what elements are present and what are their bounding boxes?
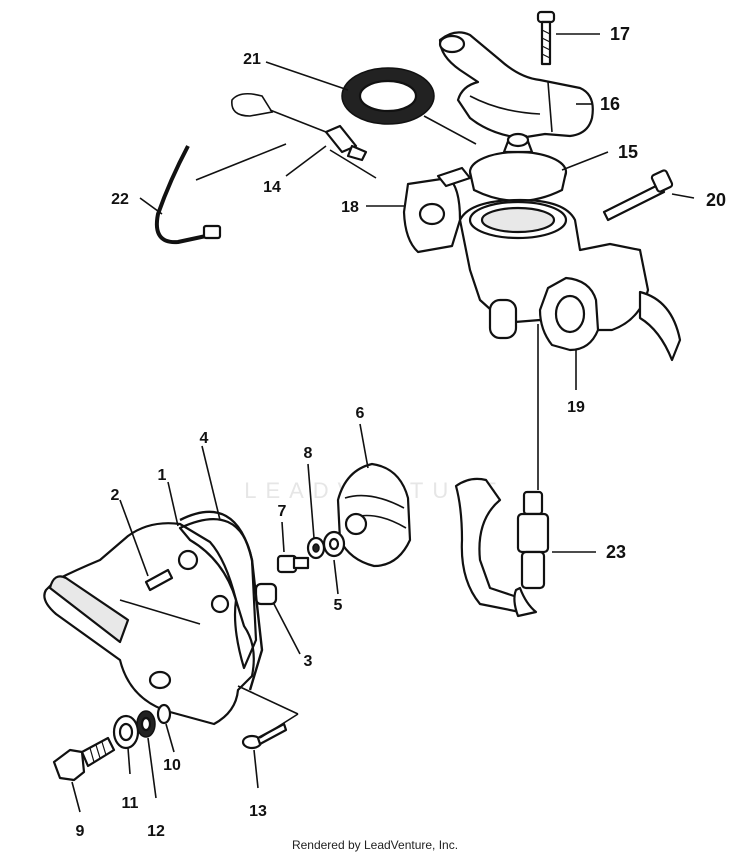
callout-12: 12 [147,823,165,840]
part-3-sleeve[interactable] [254,582,278,606]
part-23-switch-hose[interactable] [454,477,550,618]
callout-15: 15 [618,142,638,162]
part-22-wire[interactable] [155,145,222,245]
callout-4: 4 [200,430,209,447]
callout-23: 23 [606,542,626,562]
callout-7: 7 [278,503,287,520]
part-15-thermostat[interactable] [468,132,568,203]
part-18-housing-body[interactable] [402,166,682,362]
callout-3: 3 [304,653,313,670]
part-11-washer[interactable] [112,714,140,750]
callout-8: 8 [304,445,313,462]
callout-18: 18 [341,199,359,216]
callout-11: 11 [122,795,139,812]
callout-1: 1 [158,467,167,484]
callout-labels: 1 2 3 4 5 6 7 8 9 10 11 12 13 14 15 16 1… [76,24,726,840]
part-9-drain-plug[interactable] [52,736,116,782]
part-21-gasket[interactable] [341,67,435,125]
part-4-gasket[interactable] [179,510,264,691]
callout-16: 16 [600,94,620,114]
part-17-bolt[interactable] [536,10,556,66]
callout-6: 6 [356,405,365,422]
callout-9: 9 [76,823,85,840]
part-12-washer[interactable] [136,710,156,738]
callout-17: 17 [610,24,630,44]
part-16-housing-cover[interactable] [438,31,594,140]
part-14-sender[interactable] [231,92,368,162]
callout-14: 14 [263,179,281,196]
callout-10: 10 [163,757,181,774]
part-5-seal[interactable] [322,530,346,558]
callout-19: 19 [567,399,585,416]
part-8-washer[interactable] [306,536,326,560]
callout-2: 2 [111,487,120,504]
callout-22: 22 [111,191,129,208]
callout-5: 5 [334,597,343,614]
callout-21: 21 [243,51,261,68]
callout-20: 20 [706,190,726,210]
leader-lines [71,33,695,813]
part-6-impeller[interactable] [336,462,412,568]
callout-13: 13 [249,803,267,820]
part-1-pump-body[interactable] [43,518,258,726]
footer-credit: Rendered by LeadVenture, Inc. [291,838,459,852]
part-20-bolt[interactable] [602,169,674,222]
part-19-gasket[interactable] [538,276,600,352]
part-7-screw[interactable] [276,554,310,574]
part-10-o-ring[interactable] [156,703,172,725]
part-2-bolt[interactable] [144,568,174,592]
